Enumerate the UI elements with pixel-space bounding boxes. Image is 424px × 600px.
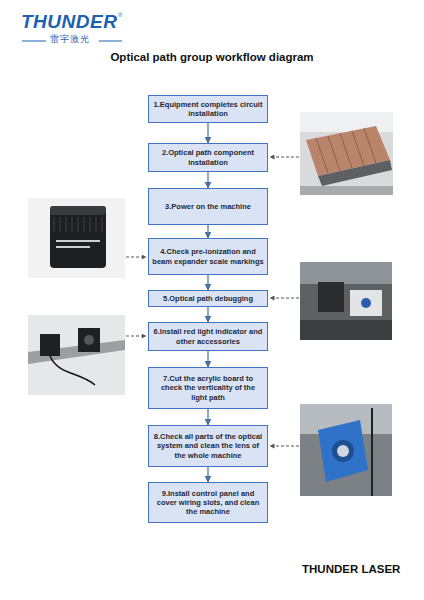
target-card [350,290,382,316]
photo-background [300,262,392,340]
process-box: 3.Power on the machine [148,188,268,225]
lens-marking [56,246,90,248]
photo-background [28,315,125,395]
knurl [66,217,67,232]
process-box: 7.Cut the acrylic board to check the ver… [148,367,268,409]
logo-wordmark: THUNDER [21,12,117,31]
flow-arrow [207,467,208,482]
photo-background [300,112,393,195]
photo-beam-expander [28,198,125,278]
photo-background [300,112,393,132]
step-text: 2.Optical path component installation [152,148,264,166]
target-spot [361,298,371,308]
step-text: 7.Cut the acrylic board to check the ver… [152,374,264,401]
lens-marking [56,240,100,242]
fin [352,131,364,166]
fin [364,128,376,163]
flow-arrow [207,123,208,143]
photo-mirror-mount [300,404,392,496]
photo-pointer [126,336,146,337]
lens-holder [84,335,94,345]
photo-pointer [126,257,146,258]
knurl [96,217,97,232]
footer-brand: THUNDER LASER [302,564,400,576]
mirror-lens [337,445,349,457]
rod [371,408,373,496]
photo-floor [300,320,392,340]
copper-fins [316,128,376,173]
step-text: 8.Check all parts of the optical system … [152,432,264,459]
logo-chinese-name: 雷宇激光 [50,35,90,44]
photo-debugging [300,262,392,340]
logo-rule [22,41,46,42]
process-box: 9.Install control panel and cover wiring… [148,482,268,523]
step-text: 1.Equipment completes circuit installati… [152,100,264,118]
process-box: 5.Optical path debugging [148,290,268,307]
flow-arrow [207,225,208,238]
diagram-title: Optical path group workflow diagram [0,51,424,63]
fin [340,133,352,168]
knurl [72,217,73,232]
photo-background [28,198,125,278]
knurl [60,217,61,232]
photo-laser-tube [300,112,393,195]
photo-pointer [270,446,299,447]
step-text: 9.Install control panel and cover wiring… [152,489,264,516]
photo-floor [300,186,393,195]
flow-arrow [207,409,208,425]
fin [316,138,328,173]
flow-arrow [207,172,208,188]
photo-pointer [270,157,299,158]
mount [78,328,100,352]
mirror-hole [332,440,354,462]
flow-arrow [207,275,208,290]
flow-arrow [207,307,208,322]
fin [328,136,340,171]
step-text: 4.Check pre-ionization and beam expander… [152,247,264,265]
mirror-mount [318,420,368,482]
mount [40,334,60,356]
mount [318,282,344,312]
knurl [84,217,85,232]
lens-knurl [54,217,102,232]
process-box: 2.Optical path component installation [148,143,268,172]
process-box: 6.Install red light indicator and other … [148,322,268,351]
registered-mark: ® [118,12,122,18]
knurl [90,217,91,232]
knurl [54,217,55,232]
cable [50,356,95,385]
process-box: 8.Check all parts of the optical system … [148,425,268,467]
flow-arrow [207,351,208,367]
step-text: 5.Optical path debugging [163,294,253,303]
photo-red-light [28,315,125,395]
step-text: 3.Power on the machine [165,202,251,211]
lens-ring [50,206,106,215]
knurl [78,217,79,232]
logo-rule [99,41,122,42]
photo-pointer [270,298,299,299]
knurl [102,217,103,232]
lens-body [50,206,106,268]
step-text: 6.Install red light indicator and other … [152,327,264,345]
process-box: 1.Equipment completes circuit installati… [148,95,268,123]
photo-background [300,262,392,284]
tube-base [318,160,392,186]
process-box: 4.Check pre-ionization and beam expander… [148,238,268,275]
photo-background [300,404,392,496]
